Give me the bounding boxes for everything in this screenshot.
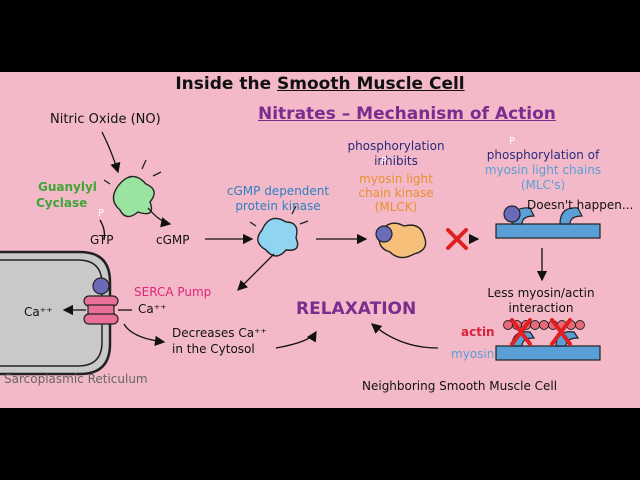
label-myosin: myosin bbox=[451, 347, 495, 361]
flow-arrows bbox=[62, 131, 548, 349]
label-gtp: GTP bbox=[90, 233, 114, 247]
label-phos-inhibits-1: phosphorylation bbox=[347, 139, 445, 153]
label-guanylyl: Guanylyl bbox=[38, 180, 97, 194]
mlck-phosphate-label: P bbox=[380, 156, 388, 167]
label-relaxation: RELAXATION bbox=[296, 299, 417, 319]
label-phos-inhibits-2: inhibits bbox=[374, 154, 418, 168]
serca-pump bbox=[83, 277, 119, 325]
label-cgmp: cGMP bbox=[156, 233, 190, 247]
page-subtitle: Nitrates – Mechanism of Action bbox=[258, 104, 556, 124]
label-less-1: Less myosin/actin bbox=[487, 286, 595, 300]
label-mlc-1: myosin light chains bbox=[484, 163, 602, 177]
label-decreases-1: Decreases Ca⁺⁺ bbox=[172, 326, 267, 340]
label-nitric-oxide: Nitric Oxide (NO) bbox=[50, 112, 161, 127]
label-less-2: interaction bbox=[508, 301, 574, 315]
label-pkg-line1: cGMP dependent bbox=[226, 184, 330, 198]
label-cyclase: Cyclase bbox=[36, 196, 88, 210]
page-title: Inside the Smooth Muscle Cell bbox=[0, 74, 640, 94]
actin-myosin bbox=[495, 318, 601, 361]
label-serca: SERCA Pump bbox=[134, 285, 212, 299]
label-mlck-3: (MLCK) bbox=[374, 200, 418, 214]
mlck-enzyme bbox=[375, 222, 427, 259]
label-phos-of: phosphorylation of bbox=[486, 148, 600, 162]
label-sarcoplasmic-reticulum: Sarcoplasmic Reticulum bbox=[4, 372, 148, 386]
label-mlck-2: chain kinase bbox=[358, 186, 434, 200]
label-pkg-line2: protein kinase bbox=[235, 199, 321, 213]
title-prefix: Inside the bbox=[175, 74, 278, 94]
diagram-canvas: Inside the Smooth Muscle Cell Nitrates –… bbox=[0, 72, 640, 408]
mlc-top bbox=[495, 205, 601, 239]
label-decreases-2: in the Cytosol bbox=[172, 342, 255, 356]
protein-kinase-enzyme bbox=[249, 205, 309, 257]
label-actin: actin bbox=[461, 325, 495, 339]
serca-phosphate-label: P bbox=[97, 208, 105, 219]
inhibition-cross-icon bbox=[446, 228, 468, 250]
label-doesnt-happen: Doesn't happen... bbox=[527, 198, 634, 212]
label-mlc-2: (MLC's) bbox=[520, 178, 566, 192]
diagram-graphics bbox=[0, 131, 601, 376]
label-ca-right: Ca⁺⁺ bbox=[138, 302, 167, 316]
mlc-phosphate-label: P bbox=[508, 136, 516, 147]
guanylyl-cyclase-enzyme bbox=[103, 159, 162, 218]
label-neighboring-cell: Neighboring Smooth Muscle Cell bbox=[362, 379, 558, 393]
label-mlck-1: myosin light bbox=[359, 172, 433, 186]
title-emphasis: Smooth Muscle Cell bbox=[277, 74, 465, 94]
label-ca-left: Ca⁺⁺ bbox=[24, 305, 53, 319]
